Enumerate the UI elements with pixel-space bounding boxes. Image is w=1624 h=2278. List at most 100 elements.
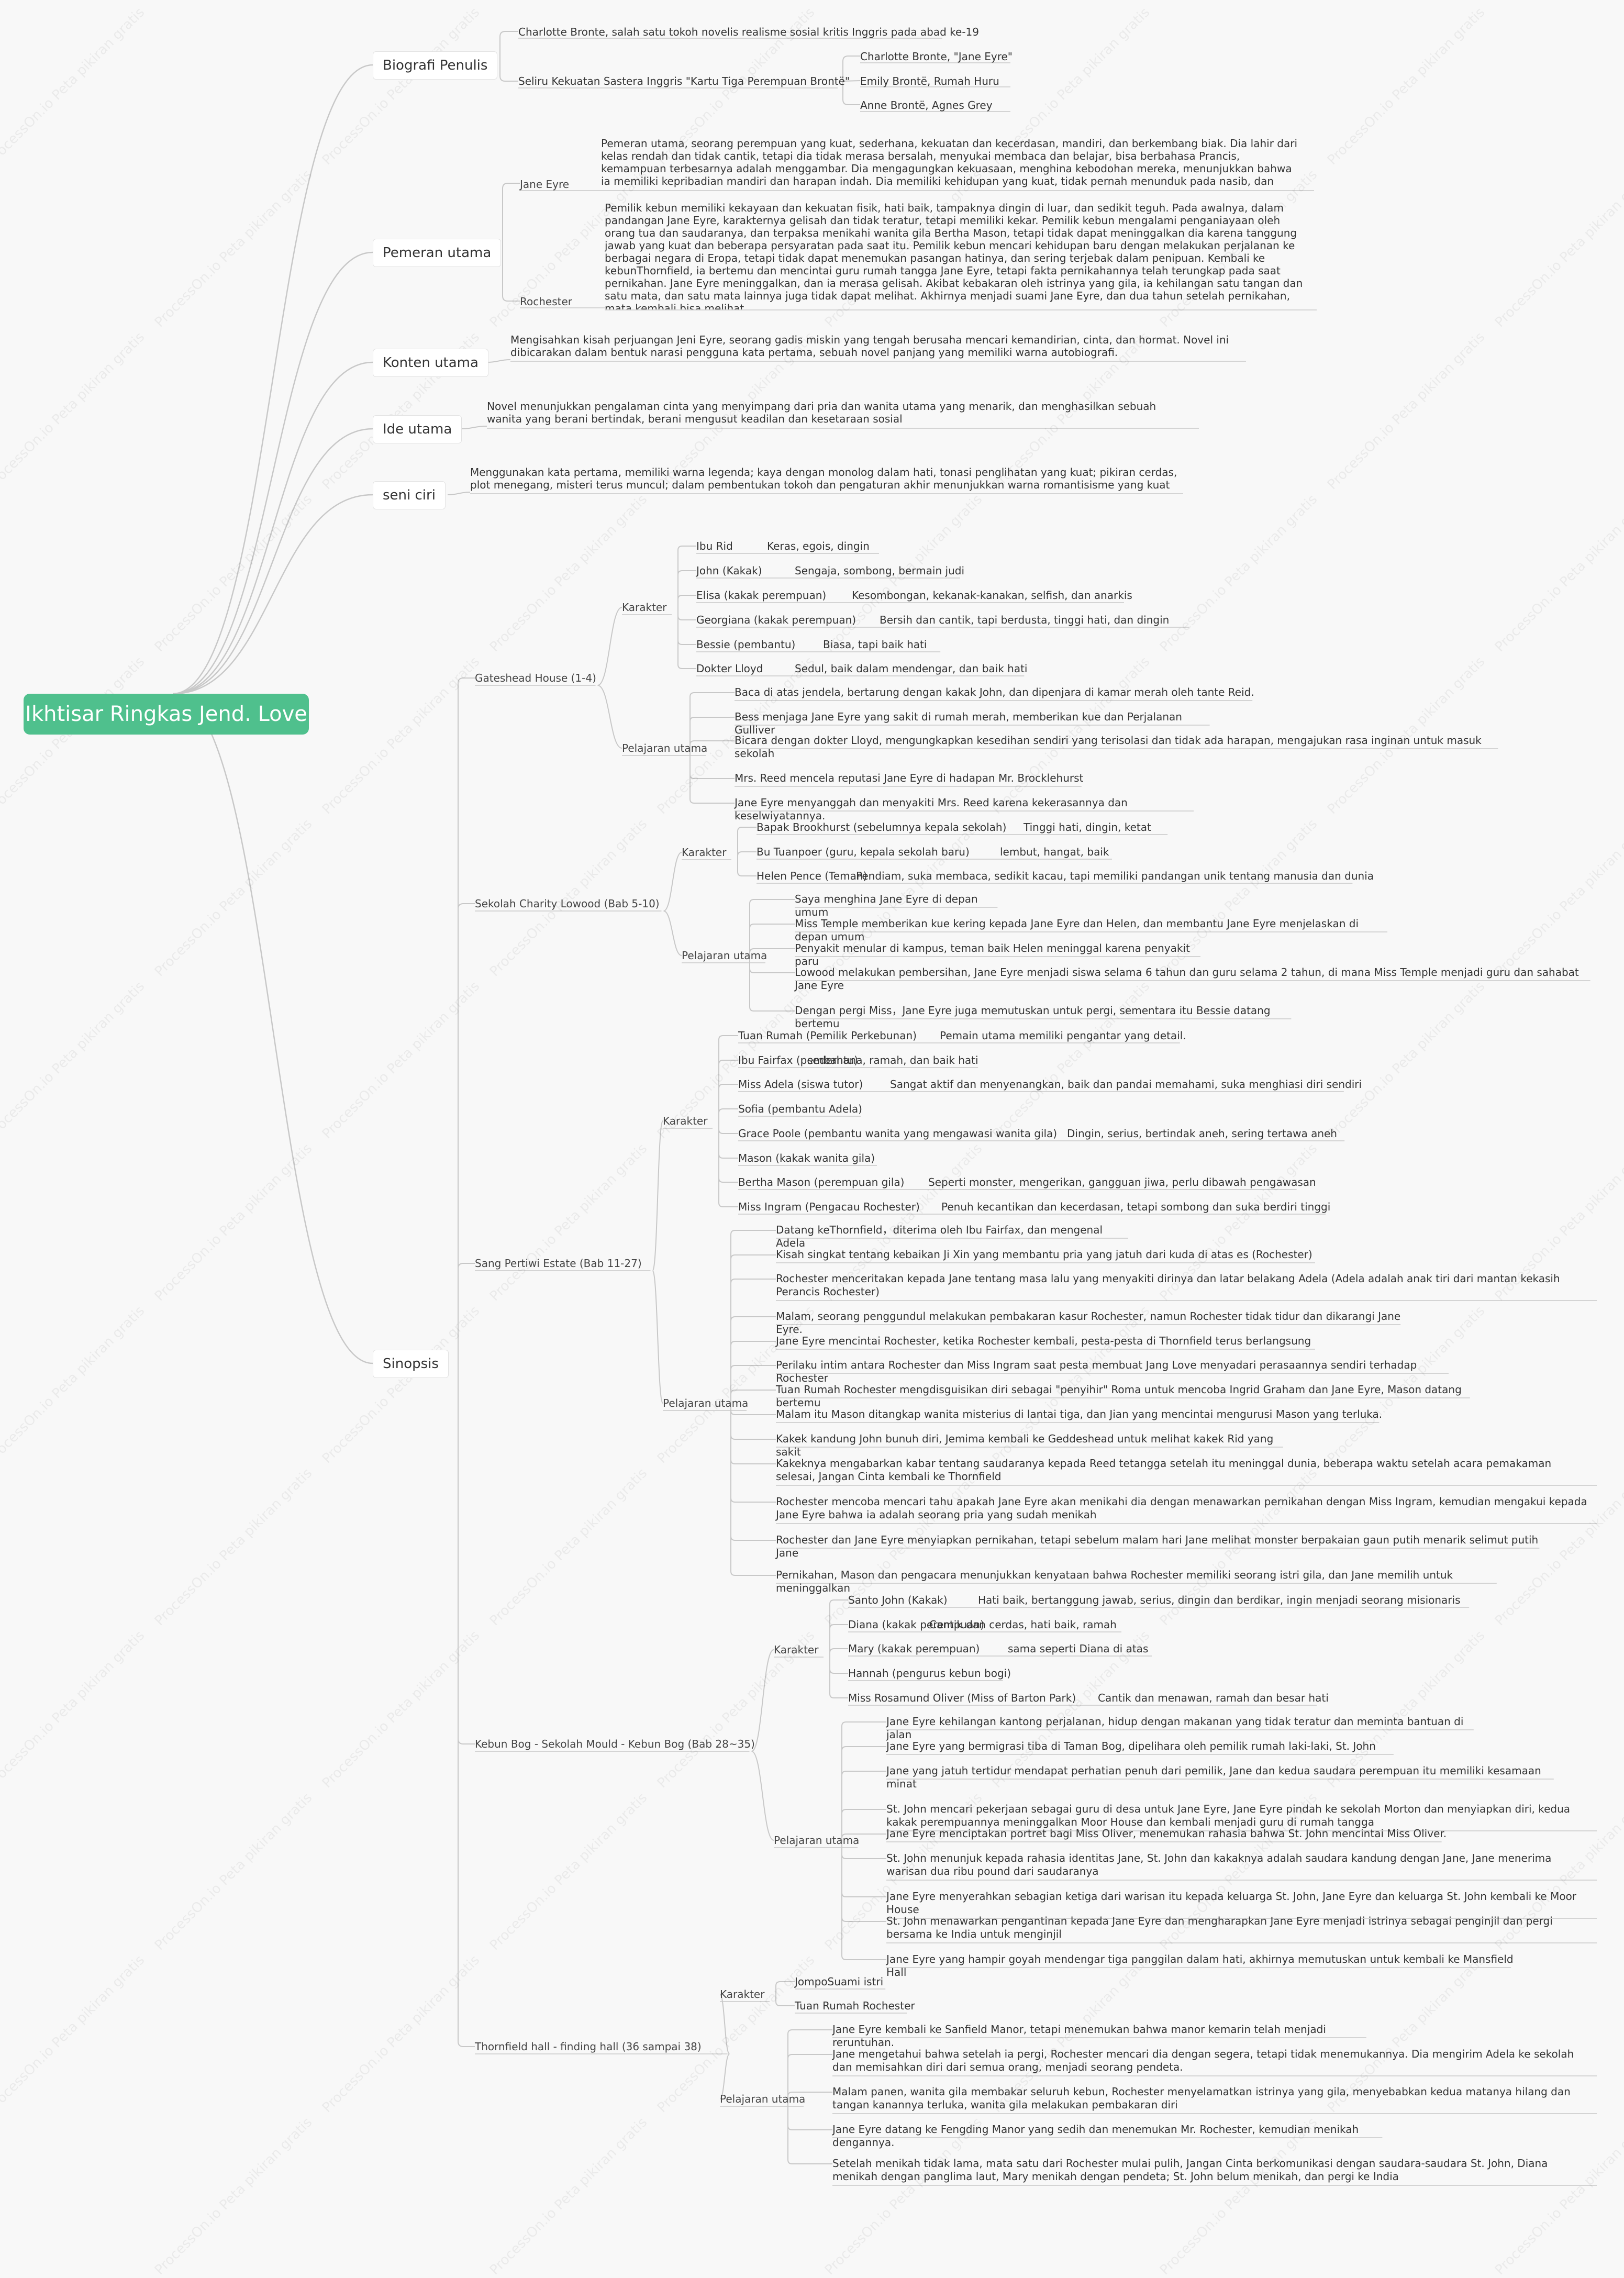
section-title-4[interactable]: Thornfield hall - finding hall (36 sampa… (475, 2040, 702, 2053)
pemeran-jane-desc[interactable]: Pemeran utama, seorang perempuan yang ku… (601, 137, 1298, 188)
lesson-4-4[interactable]: Setelah menikah tidak lama, mata satu da… (832, 2157, 1548, 2183)
sister-charlotte[interactable]: Charlotte Bronte, "Jane Eyre" (860, 50, 1013, 63)
section-4-pelajaran-label[interactable]: Pelajaran utama (720, 2093, 806, 2105)
character-desc-3-1[interactable]: Cantik dan cerdas, hati baik, ramah (929, 1618, 1117, 1631)
character-desc-2-2[interactable]: Sangat aktif dan menyenangkan, baik dan … (890, 1078, 1362, 1091)
character-name-3-1[interactable]: Diana (kakak perempuan) (848, 1618, 984, 1631)
sister-emily[interactable]: Emily Brontë, Rumah Huru (860, 75, 999, 87)
lesson-3-0[interactable]: Jane Eyre kehilangan kantong perjalanan,… (886, 1715, 1464, 1741)
character-name-4-0[interactable]: JompoSuami istri (795, 1975, 884, 1988)
section-2-karakter-label[interactable]: Karakter (663, 1115, 708, 1127)
lesson-3-8[interactable]: Jane Eyre yang hampir goyah mendengar ti… (886, 1953, 1514, 1979)
character-desc-3-0[interactable]: Hati baik, bertanggung jawab, serius, di… (978, 1594, 1461, 1606)
section-3-pelajaran-label[interactable]: Pelajaran utama (774, 1834, 860, 1847)
character-name-2-7[interactable]: Miss Ingram (Pengacau Rochester) (738, 1201, 920, 1213)
section-1-karakter-label[interactable]: Karakter (682, 846, 727, 859)
character-name-0-2[interactable]: Elisa (kakak perempuan) (696, 589, 827, 602)
character-name-2-4[interactable]: Grace Poole (pembantu wanita yang mengaw… (738, 1127, 1058, 1140)
lesson-2-10[interactable]: Rochester mencoba mencari tahu apakah Ja… (776, 1495, 1587, 1521)
lesson-2-7[interactable]: Malam itu Mason ditangkap wanita misteri… (776, 1408, 1383, 1420)
character-name-0-3[interactable]: Georgiana (kakak perempuan) (696, 614, 857, 626)
lesson-2-3[interactable]: Malam, seorang penggundul melakukan pemb… (776, 1310, 1401, 1336)
character-name-2-3[interactable]: Sofia (pembantu Adela) (738, 1103, 862, 1115)
lesson-2-9[interactable]: Kakeknya mengabarkan kabar tentang sauda… (776, 1457, 1552, 1483)
branch-biografi[interactable]: Biografi Penulis (373, 51, 498, 80)
character-name-2-0[interactable]: Tuan Rumah (Pemilik Perkebunan) (738, 1029, 917, 1042)
lesson-3-7[interactable]: St. John menawarkan pengantinan kepada J… (886, 1915, 1553, 1940)
branch-sinopsis[interactable]: Sinopsis (373, 1350, 449, 1378)
character-desc-1-0[interactable]: Tinggi hati, dingin, ketat (1024, 821, 1151, 834)
lesson-2-5[interactable]: Perilaku intim antara Rochester dan Miss… (776, 1359, 1417, 1384)
section-0-pelajaran-label[interactable]: Pelajaran utama (622, 742, 708, 754)
lesson-2-12[interactable]: Pernikahan, Mason dan pengacara menunjuk… (776, 1569, 1453, 1594)
lesson-3-5[interactable]: St. John menunjuk kepada rahasia identit… (886, 1852, 1552, 1877)
character-name-2-6[interactable]: Bertha Mason (perempuan gila) (738, 1176, 905, 1188)
character-desc-0-3[interactable]: Bersih dan cantik, tapi berdusta, tinggi… (880, 614, 1170, 626)
lesson-2-2[interactable]: Rochester menceritakan kepada Jane tenta… (776, 1272, 1560, 1298)
lesson-2-6[interactable]: Tuan Rumah Rochester mengdisguisikan dir… (776, 1383, 1462, 1409)
ide-desc[interactable]: Novel menunjukkan pengalaman cinta yang … (487, 400, 1156, 425)
branch-seni[interactable]: seni ciri (373, 481, 446, 509)
konten-desc[interactable]: Mengisahkan kisah perjuangan Jeni Eyre, … (510, 334, 1229, 359)
lesson-0-4[interactable]: Jane Eyre menyanggah dan menyakiti Mrs. … (735, 796, 1128, 822)
lesson-0-0[interactable]: Baca di atas jendela, bertarung dengan k… (735, 686, 1254, 698)
character-name-3-4[interactable]: Miss Rosamund Oliver (Miss of Barton Par… (848, 1692, 1076, 1704)
character-desc-0-5[interactable]: Sedul, baik dalam mendengar, dan baik ha… (795, 662, 1028, 675)
lesson-4-1[interactable]: Jane mengetahui bahwa setelah ia pergi, … (832, 2048, 1574, 2073)
seni-desc[interactable]: Menggunakan kata pertama, memiliki warna… (470, 466, 1177, 491)
sister-anne[interactable]: Anne Brontë, Agnes Grey (860, 99, 993, 112)
character-desc-0-1[interactable]: Sengaja, sombong, bermain judi (795, 564, 964, 577)
lesson-3-4[interactable]: Jane Eyre menciptakan portret bagi Miss … (886, 1827, 1447, 1840)
lesson-3-2[interactable]: Jane yang jatuh tertidur mendapat perhat… (886, 1764, 1541, 1790)
character-name-0-0[interactable]: Ibu Rid (696, 540, 733, 552)
character-name-1-2[interactable]: Helen Pence (Teman) (757, 870, 867, 882)
lesson-3-6[interactable]: Jane Eyre menyerahkan sebagian ketiga da… (886, 1890, 1577, 1916)
lesson-1-3[interactable]: Lowood melakukan pembersihan, Jane Eyre … (795, 966, 1579, 992)
character-desc-0-0[interactable]: Keras, egois, dingin (767, 540, 870, 552)
lesson-3-1[interactable]: Jane Eyre yang bermigrasi tiba di Taman … (886, 1740, 1376, 1752)
character-name-2-2[interactable]: Miss Adela (siswa tutor) (738, 1078, 863, 1091)
root-node[interactable]: Ikhtisar Ringkas Jend. Love (24, 694, 309, 735)
character-desc-0-4[interactable]: Biasa, tapi baik hati (823, 638, 927, 651)
branch-ide[interactable]: Ide utama (373, 415, 462, 443)
lesson-1-0[interactable]: Saya menghina Jane Eyre di depan umum (795, 893, 978, 918)
lesson-3-3[interactable]: St. John mencari pekerjaan sebagai guru … (886, 1803, 1571, 1828)
character-desc-2-7[interactable]: Penuh kecantikan dan kecerdasan, tetapi … (941, 1201, 1331, 1213)
pemeran-jane[interactable]: Jane Eyre (520, 178, 570, 191)
section-1-pelajaran-label[interactable]: Pelajaran utama (682, 949, 767, 962)
section-0-karakter-label[interactable]: Karakter (622, 601, 667, 614)
lesson-4-0[interactable]: Jane Eyre kembali ke Sanfield Manor, tet… (832, 2023, 1326, 2049)
lesson-0-1[interactable]: Bess menjaga Jane Eyre yang sakit di rum… (735, 710, 1182, 736)
character-name-1-1[interactable]: Bu Tuanpoer (guru, kepala sekolah baru) (757, 846, 970, 858)
section-title-1[interactable]: Sekolah Charity Lowood (Bab 5-10) (475, 897, 660, 910)
lesson-0-2[interactable]: Bicara dengan dokter Lloyd, mengungkapka… (735, 734, 1482, 760)
biografi-item-1[interactable]: Charlotte Bronte, salah satu tokoh novel… (518, 26, 980, 38)
section-2-pelajaran-label[interactable]: Pelajaran utama (663, 1397, 749, 1409)
character-desc-1-1[interactable]: lembut, hangat, baik (1000, 846, 1109, 858)
character-desc-2-0[interactable]: Pemain utama memiliki pengantar yang det… (940, 1029, 1186, 1042)
section-title-2[interactable]: Sang Pertiwi Estate (Bab 11-27) (475, 1257, 642, 1270)
character-desc-0-2[interactable]: Kesombongan, kekanak-kanakan, selfish, d… (852, 589, 1132, 602)
lesson-1-2[interactable]: Penyakit menular di kampus, teman baik H… (795, 942, 1190, 968)
character-name-0-1[interactable]: John (Kakak) (696, 564, 762, 577)
character-name-3-2[interactable]: Mary (kakak perempuan) (848, 1642, 980, 1655)
character-name-0-4[interactable]: Bessie (pembantu) (696, 638, 796, 651)
character-desc-2-4[interactable]: Dingin, serius, bertindak aneh, sering t… (1067, 1127, 1337, 1140)
character-desc-1-2[interactable]: Pendiam, suka membaca, sedikit kacau, ta… (856, 870, 1374, 882)
lesson-4-3[interactable]: Jane Eyre datang ke Fengding Manor yang … (832, 2123, 1359, 2149)
character-name-3-0[interactable]: Santo John (Kakak) (848, 1594, 948, 1606)
biografi-item-2[interactable]: Seliru Kekuatan Sastera Inggris "Kartu T… (518, 75, 850, 87)
pemeran-rochester-desc[interactable]: Pemilik kebun memiliki kekayaan dan keku… (605, 202, 1303, 309)
lesson-0-3[interactable]: Mrs. Reed mencela reputasi Jane Eyre di … (735, 772, 1084, 784)
lesson-2-0[interactable]: Datang keThornfield，diterima oleh Ibu Fa… (776, 1224, 1103, 1249)
character-desc-2-6[interactable]: Seperti monster, mengerikan, gangguan ji… (928, 1176, 1316, 1188)
section-3-karakter-label[interactable]: Karakter (774, 1643, 819, 1656)
section-title-3[interactable]: Kebun Bog - Sekolah Mould - Kebun Bog (B… (475, 1738, 755, 1750)
lesson-4-2[interactable]: Malam panen, wanita gila membakar seluru… (832, 2085, 1571, 2111)
lesson-2-4[interactable]: Jane Eyre mencintai Rochester, ketika Ro… (776, 1335, 1311, 1347)
character-desc-3-2[interactable]: sama seperti Diana di atas (1008, 1642, 1149, 1655)
character-desc-2-1[interactable]: sederhana, ramah, dan baik hati (807, 1054, 978, 1066)
branch-pemeran[interactable]: Pemeran utama (373, 239, 502, 267)
lesson-1-1[interactable]: Miss Temple memberikan kue kering kepada… (795, 917, 1359, 943)
lesson-2-11[interactable]: Rochester dan Jane Eyre menyiapkan perni… (776, 1534, 1539, 1559)
